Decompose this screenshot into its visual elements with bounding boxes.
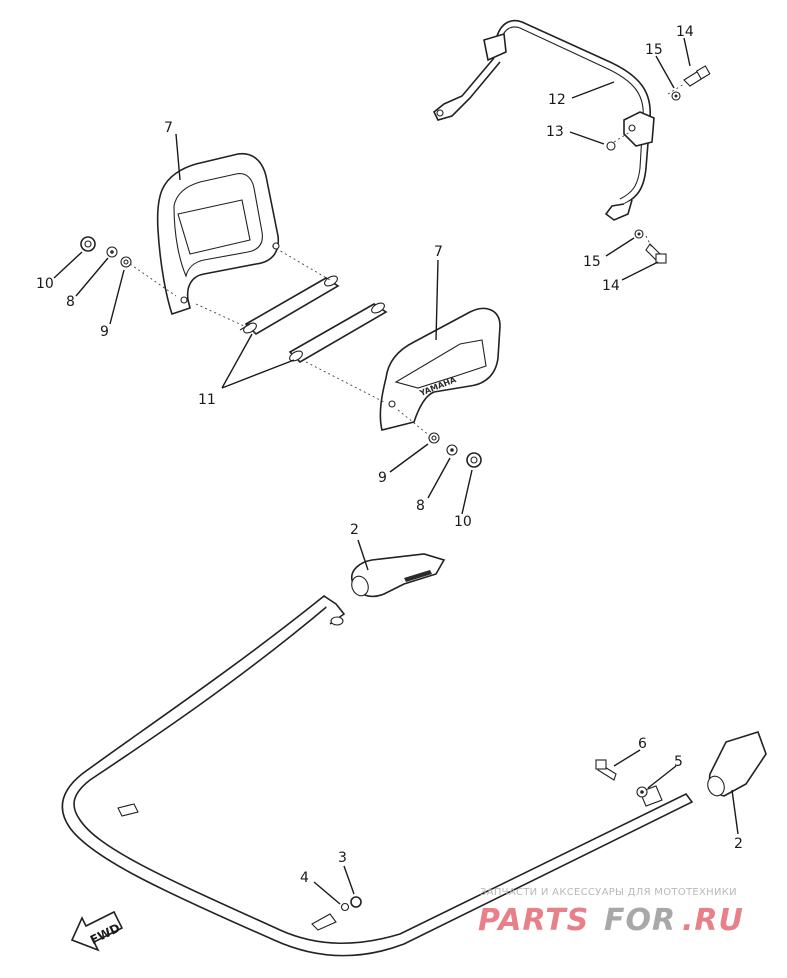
callout-2-upper: 2 <box>350 522 359 538</box>
part-10-nut-right <box>466 452 482 468</box>
callout-13: 13 <box>546 124 564 140</box>
part-9-washer-right <box>428 432 440 444</box>
callout-15-top: 15 <box>645 42 663 58</box>
fwd-direction-arrow: FWD <box>70 910 124 952</box>
part-8-washer-right <box>446 444 458 456</box>
callout-15-bottom: 15 <box>583 254 601 270</box>
callout-6: 6 <box>638 736 647 752</box>
watermark-brand-for: FOR <box>604 903 676 938</box>
part-14-bolt-upper <box>683 65 711 87</box>
part-2-footrest-lower <box>707 731 767 797</box>
callout-11: 11 <box>198 392 216 408</box>
callout-7-right: 7 <box>434 244 443 260</box>
callout-7-left: 7 <box>164 120 173 136</box>
part-9-washer-left <box>120 256 132 268</box>
assembly-lines <box>129 83 685 437</box>
callout-3: 3 <box>338 850 347 866</box>
callout-8-right: 8 <box>416 498 425 514</box>
watermark-subtitle: ЗАПЧАСТИ И АКСЕССУАРЫ ДЛЯ МОТОТЕХНИКИ <box>480 887 737 898</box>
callout-2-lower: 2 <box>734 836 743 852</box>
part-7-plate-right: YAMAHA <box>379 307 501 431</box>
part-7-plate-left <box>156 152 280 316</box>
part-2-footrest-upper <box>350 553 446 598</box>
watermark-brand-parts: PARTS <box>478 903 589 938</box>
part-11-spacer-lower <box>288 302 388 364</box>
callout-14-bottom: 14 <box>602 278 620 294</box>
part-15-washer-upper <box>671 91 681 101</box>
leader-lines <box>53 37 739 905</box>
part-4-washer <box>340 902 350 912</box>
part-15-washer-lower <box>634 229 644 239</box>
callout-12: 12 <box>548 92 566 108</box>
callout-labels: 14 15 12 13 15 14 7 10 8 9 11 7 9 8 10 2… <box>36 24 743 886</box>
callout-14-top: 14 <box>676 24 694 40</box>
part-12-upper-bar <box>432 19 655 221</box>
part-13-nut <box>606 141 616 151</box>
callout-9-right: 9 <box>378 470 387 486</box>
callout-8-left: 8 <box>66 294 75 310</box>
part-5-washer <box>636 786 648 798</box>
watermark-brand-ru: .RU <box>682 903 744 938</box>
part-10-nut-left <box>80 236 96 252</box>
part-3-nut <box>350 896 362 908</box>
part-6-bolt <box>595 759 617 781</box>
part-8-washer-left <box>106 246 118 258</box>
part-14-bolt-lower <box>645 243 667 264</box>
callout-4: 4 <box>300 870 309 886</box>
callout-9-left: 9 <box>100 324 109 340</box>
main-frame-tube <box>61 594 694 957</box>
callout-10-right: 10 <box>454 514 472 530</box>
callout-10-left: 10 <box>36 276 54 292</box>
part-11-spacer-upper <box>239 275 340 336</box>
callout-5: 5 <box>674 754 683 770</box>
watermark: ЗАПЧАСТИ И АКСЕССУАРЫ ДЛЯ МОТОТЕХНИКИ PA… <box>478 887 744 938</box>
